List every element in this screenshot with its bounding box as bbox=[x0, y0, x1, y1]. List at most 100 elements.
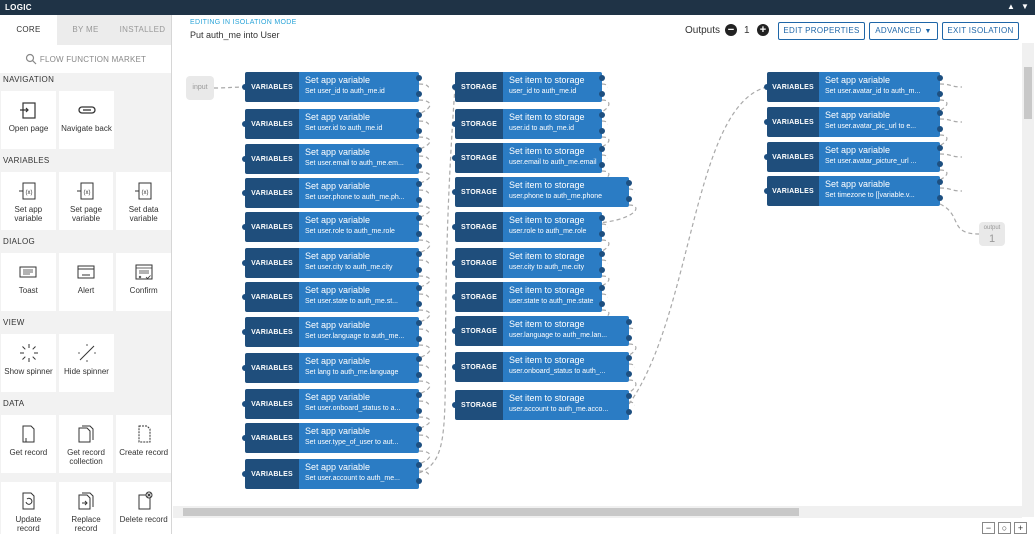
tile-hide-spinner[interactable]: Hide spinner bbox=[59, 334, 114, 392]
tile-navigate-back[interactable]: Navigate back bbox=[59, 91, 114, 149]
output-port[interactable] bbox=[937, 179, 943, 185]
output-port[interactable] bbox=[626, 409, 632, 415]
input-port[interactable] bbox=[242, 121, 248, 127]
flow-input-node[interactable]: input bbox=[186, 76, 214, 100]
output-port[interactable] bbox=[416, 336, 422, 342]
output-port[interactable] bbox=[626, 196, 632, 202]
output-port[interactable] bbox=[416, 372, 422, 378]
tile-get-record-collection[interactable]: Get record collection bbox=[58, 415, 114, 473]
tile-delete-record[interactable]: Delete record bbox=[116, 482, 171, 534]
outputs-decrease-button[interactable]: − bbox=[725, 24, 737, 36]
input-port[interactable] bbox=[764, 119, 770, 125]
input-port[interactable] bbox=[242, 294, 248, 300]
output-port[interactable] bbox=[416, 128, 422, 134]
zoom-in-button[interactable]: + bbox=[1014, 522, 1027, 534]
output-port[interactable] bbox=[416, 356, 422, 362]
input-port[interactable] bbox=[242, 260, 248, 266]
output-port[interactable] bbox=[416, 462, 422, 468]
input-port[interactable] bbox=[764, 154, 770, 160]
tile-get-record[interactable]: Get record bbox=[1, 415, 56, 473]
output-port[interactable] bbox=[416, 215, 422, 221]
input-port[interactable] bbox=[452, 364, 458, 370]
zoom-reset-button[interactable]: ○ bbox=[998, 522, 1011, 534]
output-port[interactable] bbox=[416, 408, 422, 414]
output-port[interactable] bbox=[599, 162, 605, 168]
output-port[interactable] bbox=[416, 478, 422, 484]
zoom-out-button[interactable]: − bbox=[982, 522, 995, 534]
output-port[interactable] bbox=[937, 75, 943, 81]
horizontal-scrollbar[interactable] bbox=[173, 506, 1022, 518]
input-port[interactable] bbox=[242, 471, 248, 477]
output-port[interactable] bbox=[416, 267, 422, 273]
output-port[interactable] bbox=[599, 215, 605, 221]
flow-function-market-search[interactable]: FLOW FUNCTION MARKET bbox=[0, 45, 171, 73]
input-port[interactable] bbox=[242, 435, 248, 441]
output-port[interactable] bbox=[599, 285, 605, 291]
output-port[interactable] bbox=[626, 355, 632, 361]
output-port[interactable] bbox=[416, 163, 422, 169]
output-port[interactable] bbox=[416, 426, 422, 432]
output-port[interactable] bbox=[416, 147, 422, 153]
tile-show-spinner[interactable]: Show spinner bbox=[1, 334, 56, 392]
input-port[interactable] bbox=[452, 84, 458, 90]
output-port[interactable] bbox=[416, 285, 422, 291]
input-port[interactable] bbox=[452, 328, 458, 334]
collapse-up-icon[interactable]: ▲ bbox=[1007, 2, 1015, 11]
vertical-scroll-thumb[interactable] bbox=[1024, 67, 1032, 119]
output-port[interactable] bbox=[416, 442, 422, 448]
output-port[interactable] bbox=[626, 319, 632, 325]
tile-alert[interactable]: Alert bbox=[58, 253, 114, 311]
input-port[interactable] bbox=[452, 294, 458, 300]
input-port[interactable] bbox=[452, 189, 458, 195]
flow-output-node[interactable]: output 1 bbox=[979, 222, 1005, 246]
input-port[interactable] bbox=[452, 155, 458, 161]
output-port[interactable] bbox=[599, 301, 605, 307]
collapse-down-icon[interactable]: ▼ bbox=[1021, 2, 1029, 11]
input-port[interactable] bbox=[242, 224, 248, 230]
tile-set-data-variable[interactable]: (x)Set data variable bbox=[116, 172, 171, 230]
tile-set-app-variable[interactable]: (x)Set app variable bbox=[1, 172, 56, 230]
input-port[interactable] bbox=[242, 190, 248, 196]
horizontal-scroll-thumb[interactable] bbox=[183, 508, 799, 516]
output-port[interactable] bbox=[599, 251, 605, 257]
output-port[interactable] bbox=[599, 112, 605, 118]
output-port[interactable] bbox=[416, 91, 422, 97]
input-port[interactable] bbox=[764, 188, 770, 194]
input-port[interactable] bbox=[242, 329, 248, 335]
output-port[interactable] bbox=[626, 335, 632, 341]
input-port[interactable] bbox=[452, 402, 458, 408]
output-port[interactable] bbox=[599, 267, 605, 273]
input-port[interactable] bbox=[452, 121, 458, 127]
output-port[interactable] bbox=[416, 392, 422, 398]
output-port[interactable] bbox=[626, 371, 632, 377]
tile-toast[interactable]: Toast bbox=[1, 253, 56, 311]
output-port[interactable] bbox=[416, 301, 422, 307]
tab-core[interactable]: CORE bbox=[0, 15, 57, 45]
output-port[interactable] bbox=[599, 128, 605, 134]
output-port[interactable] bbox=[937, 195, 943, 201]
output-port[interactable] bbox=[416, 181, 422, 187]
output-port[interactable] bbox=[416, 231, 422, 237]
output-port[interactable] bbox=[599, 75, 605, 81]
output-port[interactable] bbox=[416, 251, 422, 257]
tile-create-record[interactable]: Create record bbox=[116, 415, 171, 473]
input-port[interactable] bbox=[242, 84, 248, 90]
